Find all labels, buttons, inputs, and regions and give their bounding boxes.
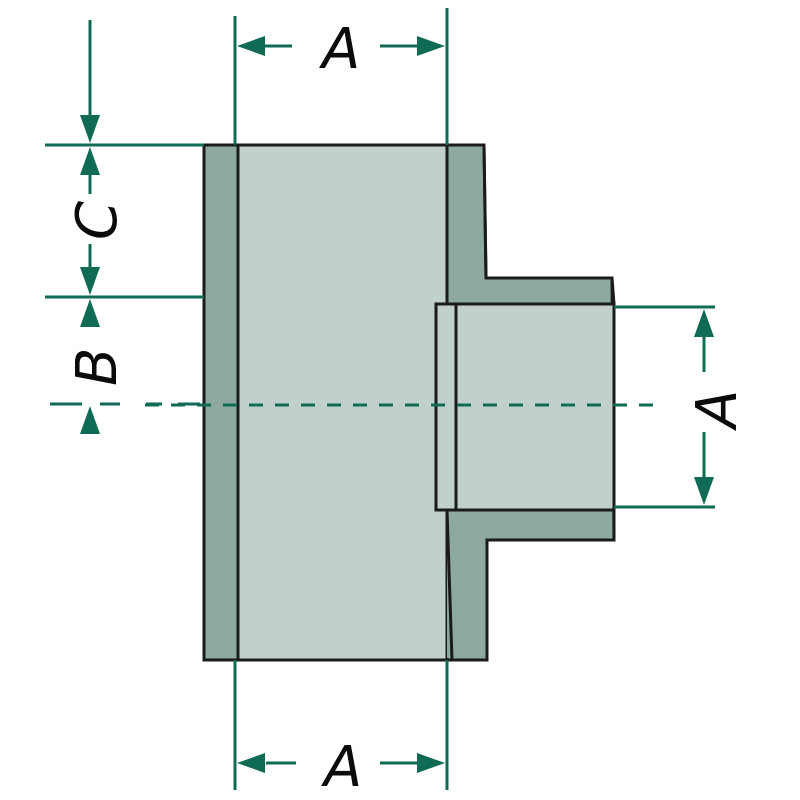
branch-socket-lip xyxy=(434,302,458,512)
socket-depth-label: C xyxy=(65,201,130,240)
main-run-bore xyxy=(236,143,449,662)
left-dimensions: C B xyxy=(45,20,204,434)
main-run-right-wall xyxy=(447,147,484,302)
main-run-right-wall-lower xyxy=(447,510,485,658)
tee-body xyxy=(202,143,616,662)
top-dimension-label: A xyxy=(319,17,360,82)
right-dimension: A xyxy=(614,305,750,509)
offset-label: B xyxy=(65,348,130,386)
top-dimension: A xyxy=(233,8,449,145)
side-dimension-label: A xyxy=(685,390,750,431)
bottom-dimension-label: A xyxy=(321,735,362,800)
branch-bore xyxy=(434,302,616,512)
bottom-dimension: A xyxy=(233,660,449,800)
